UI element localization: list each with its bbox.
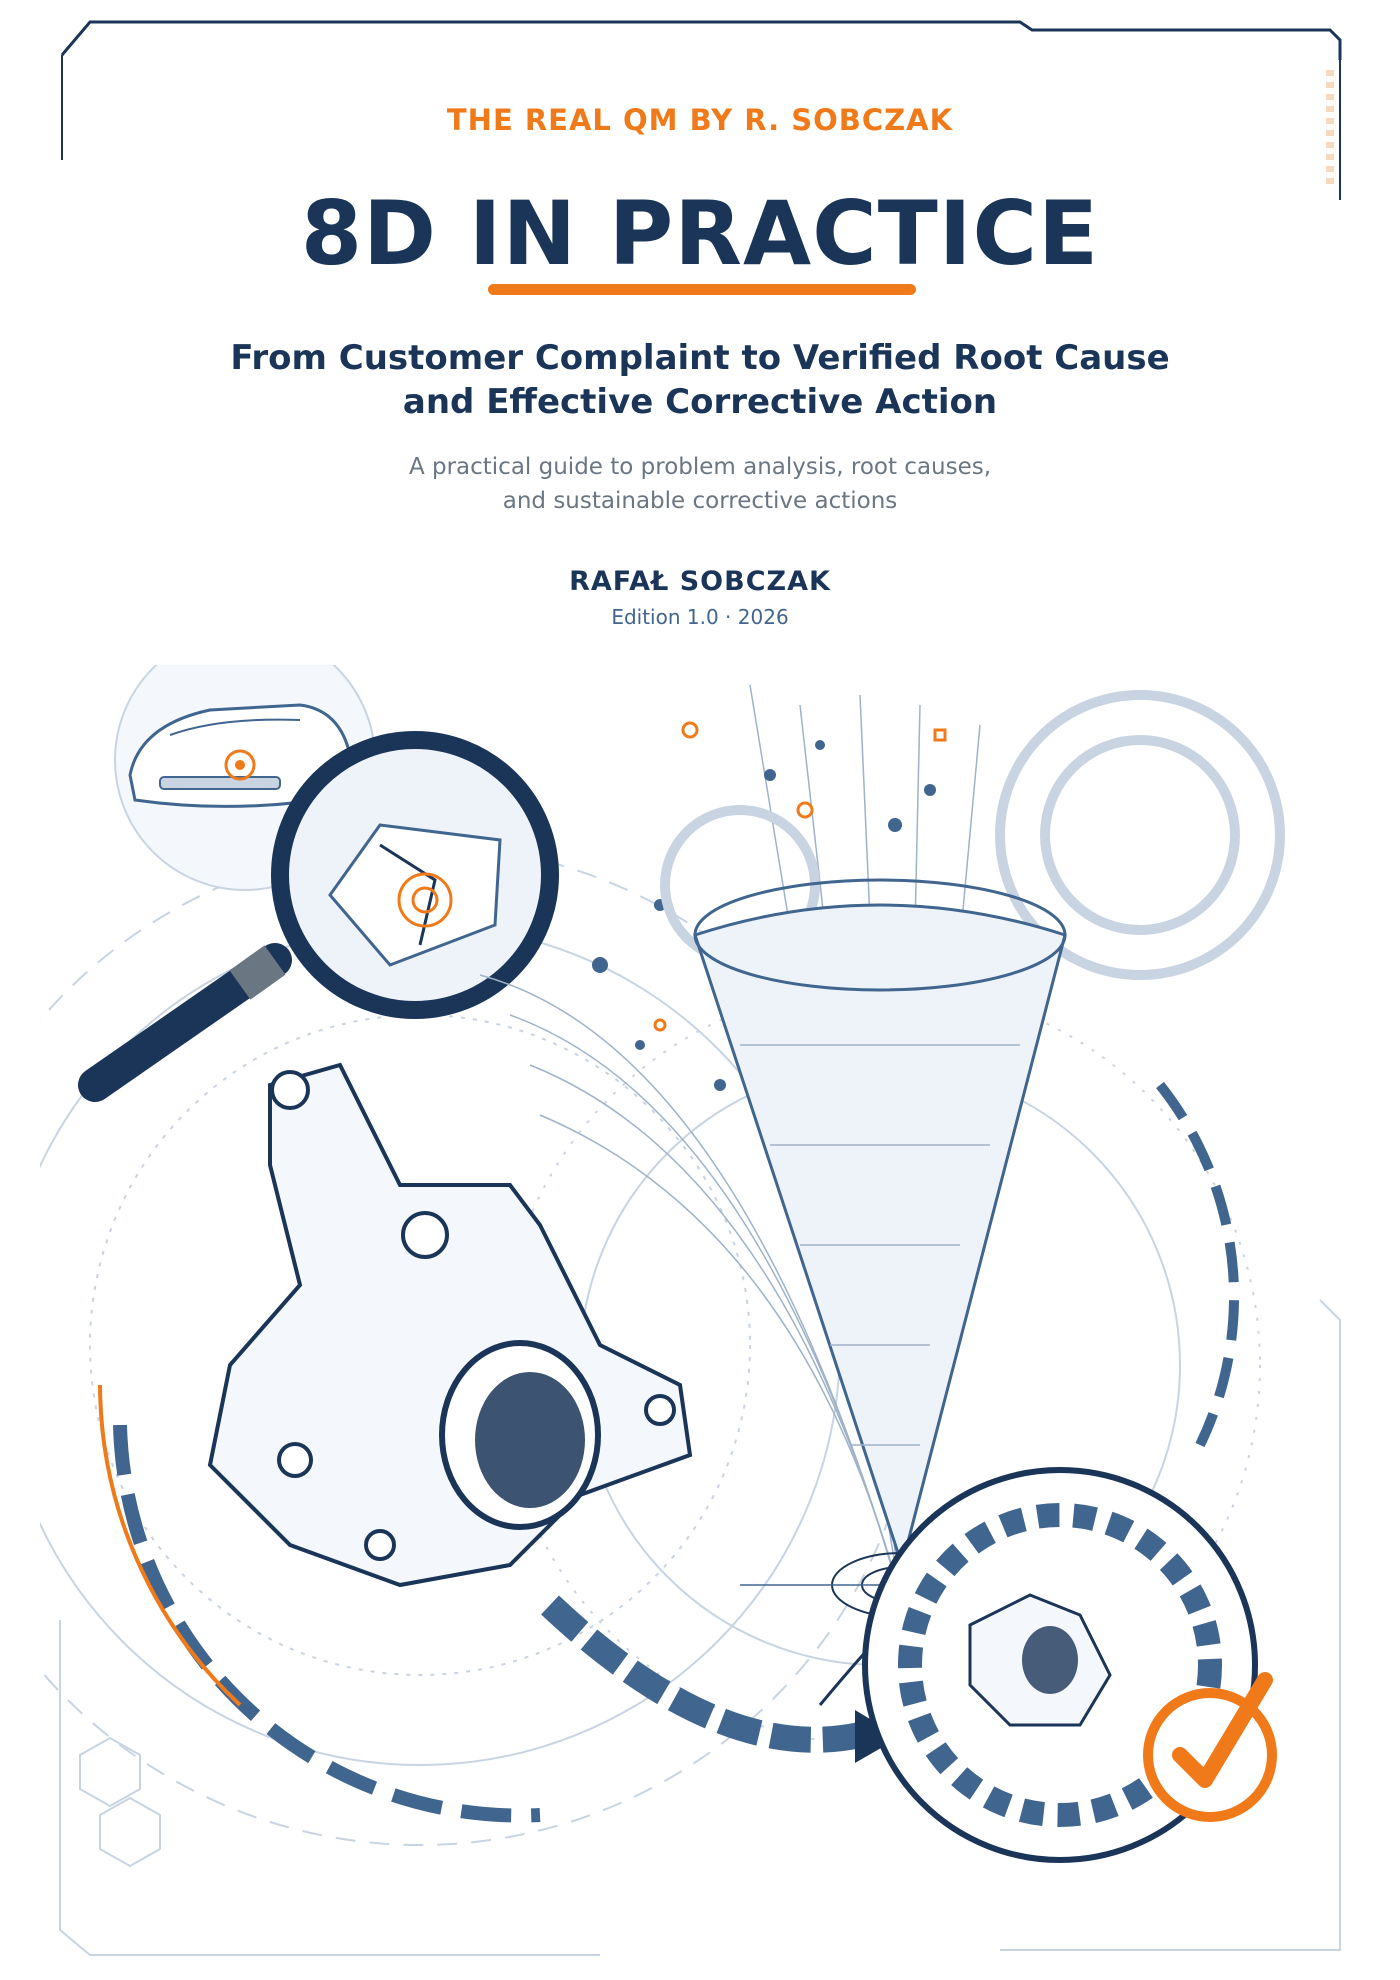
checkmark-badge-icon bbox=[862, 1467, 1277, 1863]
magnifier-icon bbox=[78, 731, 559, 1102]
steering-knuckle-icon bbox=[207, 1062, 693, 1588]
book-subtitle: From Customer Complaint to Verified Root… bbox=[0, 336, 1400, 424]
author-name: RAFAŁ SOBCZAK bbox=[569, 566, 831, 597]
tagline-line-2: and sustainable corrective actions bbox=[502, 488, 898, 514]
title-underline bbox=[488, 284, 916, 295]
edition-label: Edition 1.0 · 2026 bbox=[611, 605, 789, 629]
book-tagline: A practical guide to problem analysis, r… bbox=[0, 450, 1400, 518]
subtitle-line-2: and Effective Corrective Action bbox=[402, 382, 998, 422]
cover-illustration bbox=[40, 665, 1285, 1868]
book-title: 8D IN PRACTICE bbox=[300, 182, 1100, 285]
subtitle-line-1: From Customer Complaint to Verified Root… bbox=[230, 338, 1170, 378]
series-label: THE REAL QM BY R. SOBCZAK bbox=[446, 103, 954, 137]
tagline-line-1: A practical guide to problem analysis, r… bbox=[408, 454, 992, 480]
funnel-icon bbox=[693, 878, 1067, 1571]
